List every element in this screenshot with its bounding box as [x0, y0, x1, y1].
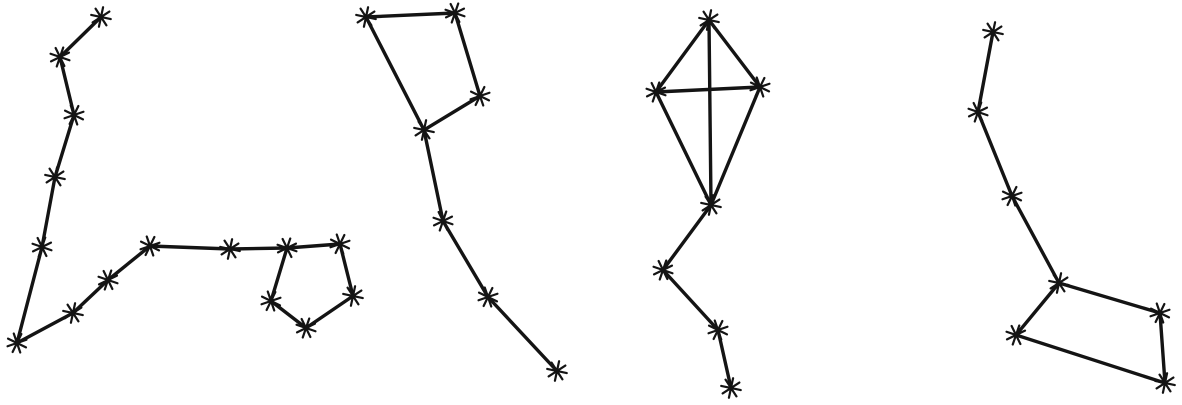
constellation-line [366, 17, 424, 130]
constellation-line [656, 87, 760, 92]
constellation-line [656, 20, 709, 92]
constellation-line [1160, 313, 1165, 383]
constellation-line [366, 13, 455, 17]
constellation-1 [8, 7, 363, 352]
constellation-line [443, 221, 488, 297]
constellation-line [978, 112, 1012, 196]
constellation-line [978, 32, 993, 112]
constellation-line [656, 92, 711, 205]
constellation-line [709, 20, 760, 87]
constellation-line [271, 301, 306, 328]
constellation-line [1016, 283, 1059, 335]
constellation-3 [647, 10, 770, 398]
constellation-line [1012, 196, 1059, 283]
constellation-line [424, 130, 443, 221]
constellation-line [711, 87, 760, 205]
constellation-line [150, 246, 230, 249]
constellation-line [1059, 283, 1160, 313]
constellation-4 [969, 22, 1175, 393]
constellation-line [17, 247, 42, 343]
asterisk-star-icon [1003, 187, 1022, 206]
asterisk-star-icon [471, 87, 490, 106]
constellation-line [455, 13, 480, 96]
constellation-line [488, 297, 557, 371]
constellation-line [663, 205, 711, 270]
constellation-line [663, 270, 718, 330]
constellation-2 [356, 4, 567, 381]
constellation-line [1016, 335, 1165, 383]
constellation-line [73, 280, 108, 313]
constellation-line [108, 246, 150, 280]
constellation-line [60, 17, 101, 57]
constellation-line [709, 20, 711, 205]
constellation-line [230, 248, 287, 249]
